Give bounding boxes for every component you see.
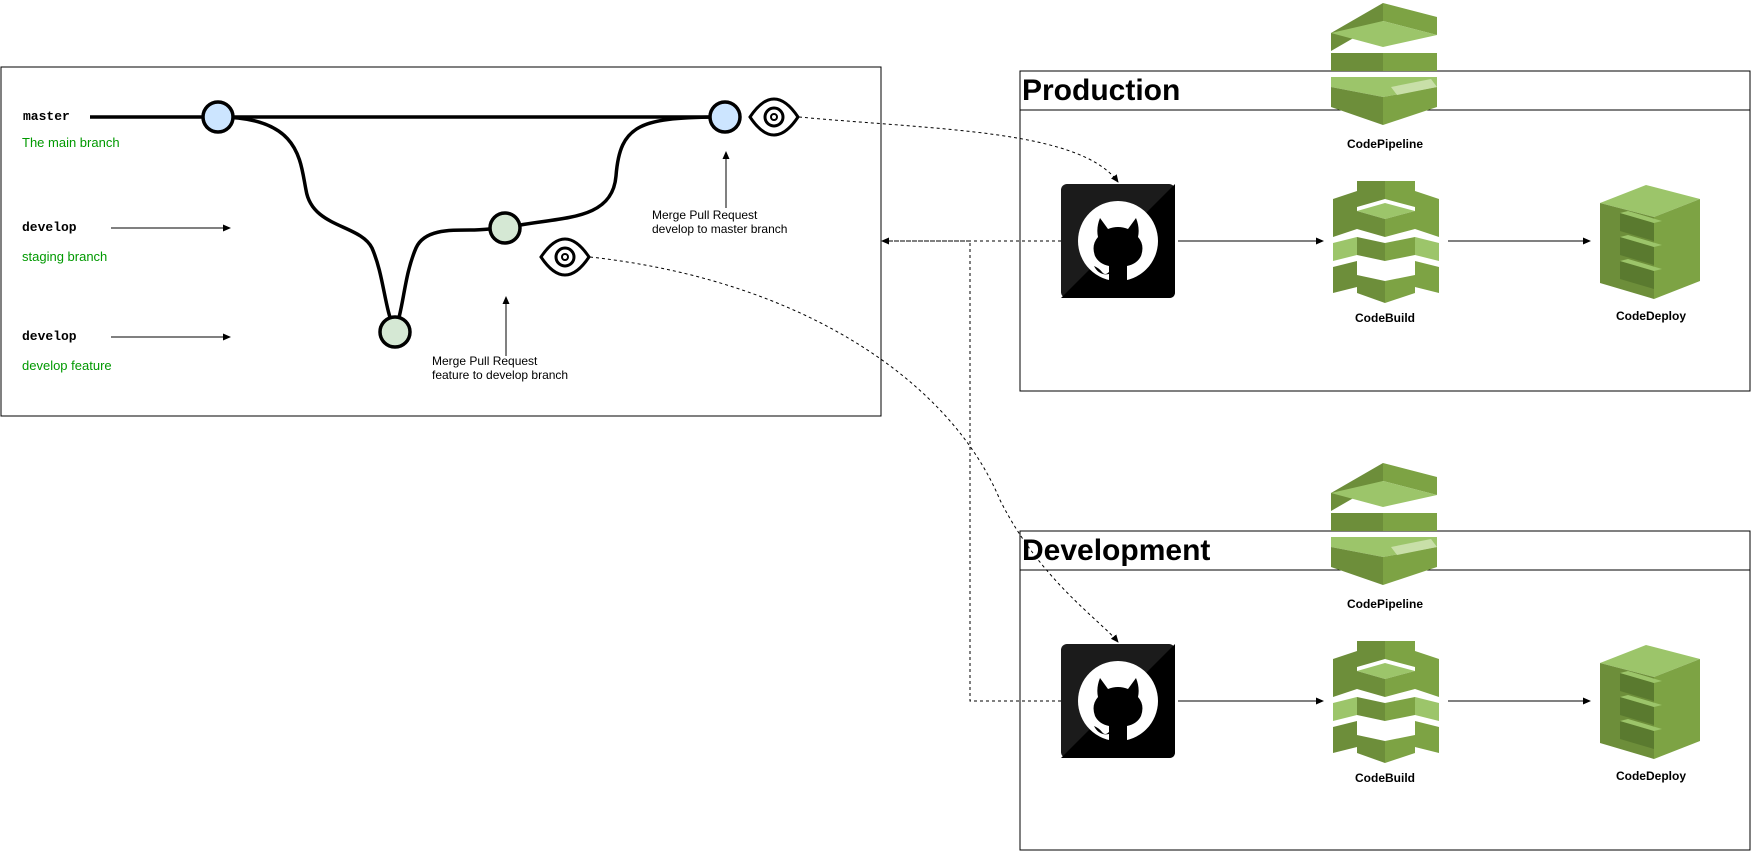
branch-desc-feature: develop feature xyxy=(22,358,112,373)
branch-name-master: master xyxy=(23,109,70,124)
develop-commit xyxy=(488,211,522,245)
codebuild-label: CodeBuild xyxy=(1355,771,1415,785)
merge-to-develop-line xyxy=(393,226,506,333)
codedeploy-icon xyxy=(1600,645,1700,759)
master-webhook-link xyxy=(798,116,1119,183)
feature-commit xyxy=(378,315,412,349)
production-title: Production xyxy=(1022,74,1181,107)
branch-name-develop: develop xyxy=(22,220,77,235)
codepipeline-label: CodePipeline xyxy=(1346,597,1423,611)
merge-feature-note: Merge Pull Request feature to develop br… xyxy=(432,354,569,382)
codepipeline-icon xyxy=(1331,3,1437,125)
codedeploy-label: CodeDeploy xyxy=(1615,309,1686,323)
merge-develop-note: Merge Pull Request develop to master bra… xyxy=(652,208,788,236)
feature-branch-line xyxy=(217,115,397,333)
codepipeline-icon xyxy=(1331,463,1437,585)
merge-to-master-line xyxy=(504,115,726,230)
branch-desc-staging: staging branch xyxy=(22,249,108,264)
github-icon xyxy=(1061,184,1175,298)
develop-webhook-link xyxy=(589,256,1119,643)
master-commit-start xyxy=(201,100,235,134)
codebuild-label: CodeBuild xyxy=(1355,311,1415,325)
github-icon xyxy=(1061,644,1175,758)
codepipeline-label: CodePipeline xyxy=(1346,137,1423,151)
codedeploy-icon xyxy=(1600,185,1700,299)
master-commit-merge xyxy=(708,100,742,134)
branch-name-feature: develop xyxy=(22,329,77,344)
codedeploy-label: CodeDeploy xyxy=(1615,769,1686,783)
branch-desc-master: The main branch xyxy=(22,135,120,150)
development-title: Development xyxy=(1022,534,1211,567)
development-repo-link xyxy=(882,240,1061,702)
